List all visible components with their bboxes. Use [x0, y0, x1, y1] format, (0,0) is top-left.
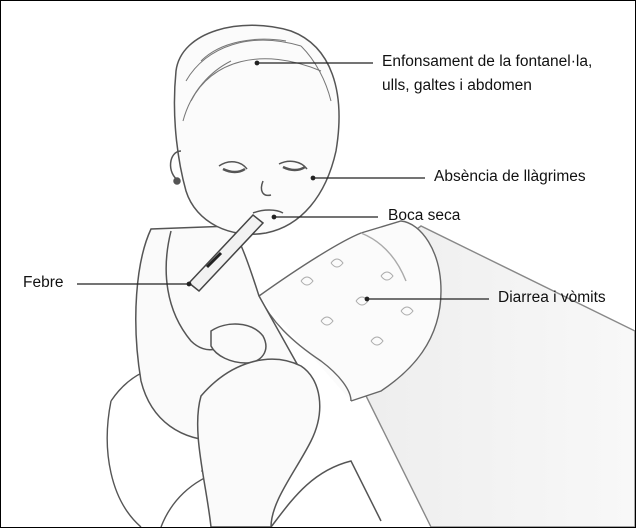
label-fontanel-line2: ulls, galtes i abdomen — [382, 75, 532, 97]
label-fever: Febre — [23, 272, 64, 294]
toilet-paper-roll — [259, 221, 635, 527]
label-diarrhea: Diarrea i vòmits — [498, 287, 606, 309]
label-mouth: Boca seca — [388, 205, 460, 227]
label-tears: Absència de llàgrimes — [434, 166, 586, 188]
label-fontanel-line1: Enfonsament de la fontanel·la, — [382, 51, 592, 73]
baby-head — [171, 25, 339, 234]
